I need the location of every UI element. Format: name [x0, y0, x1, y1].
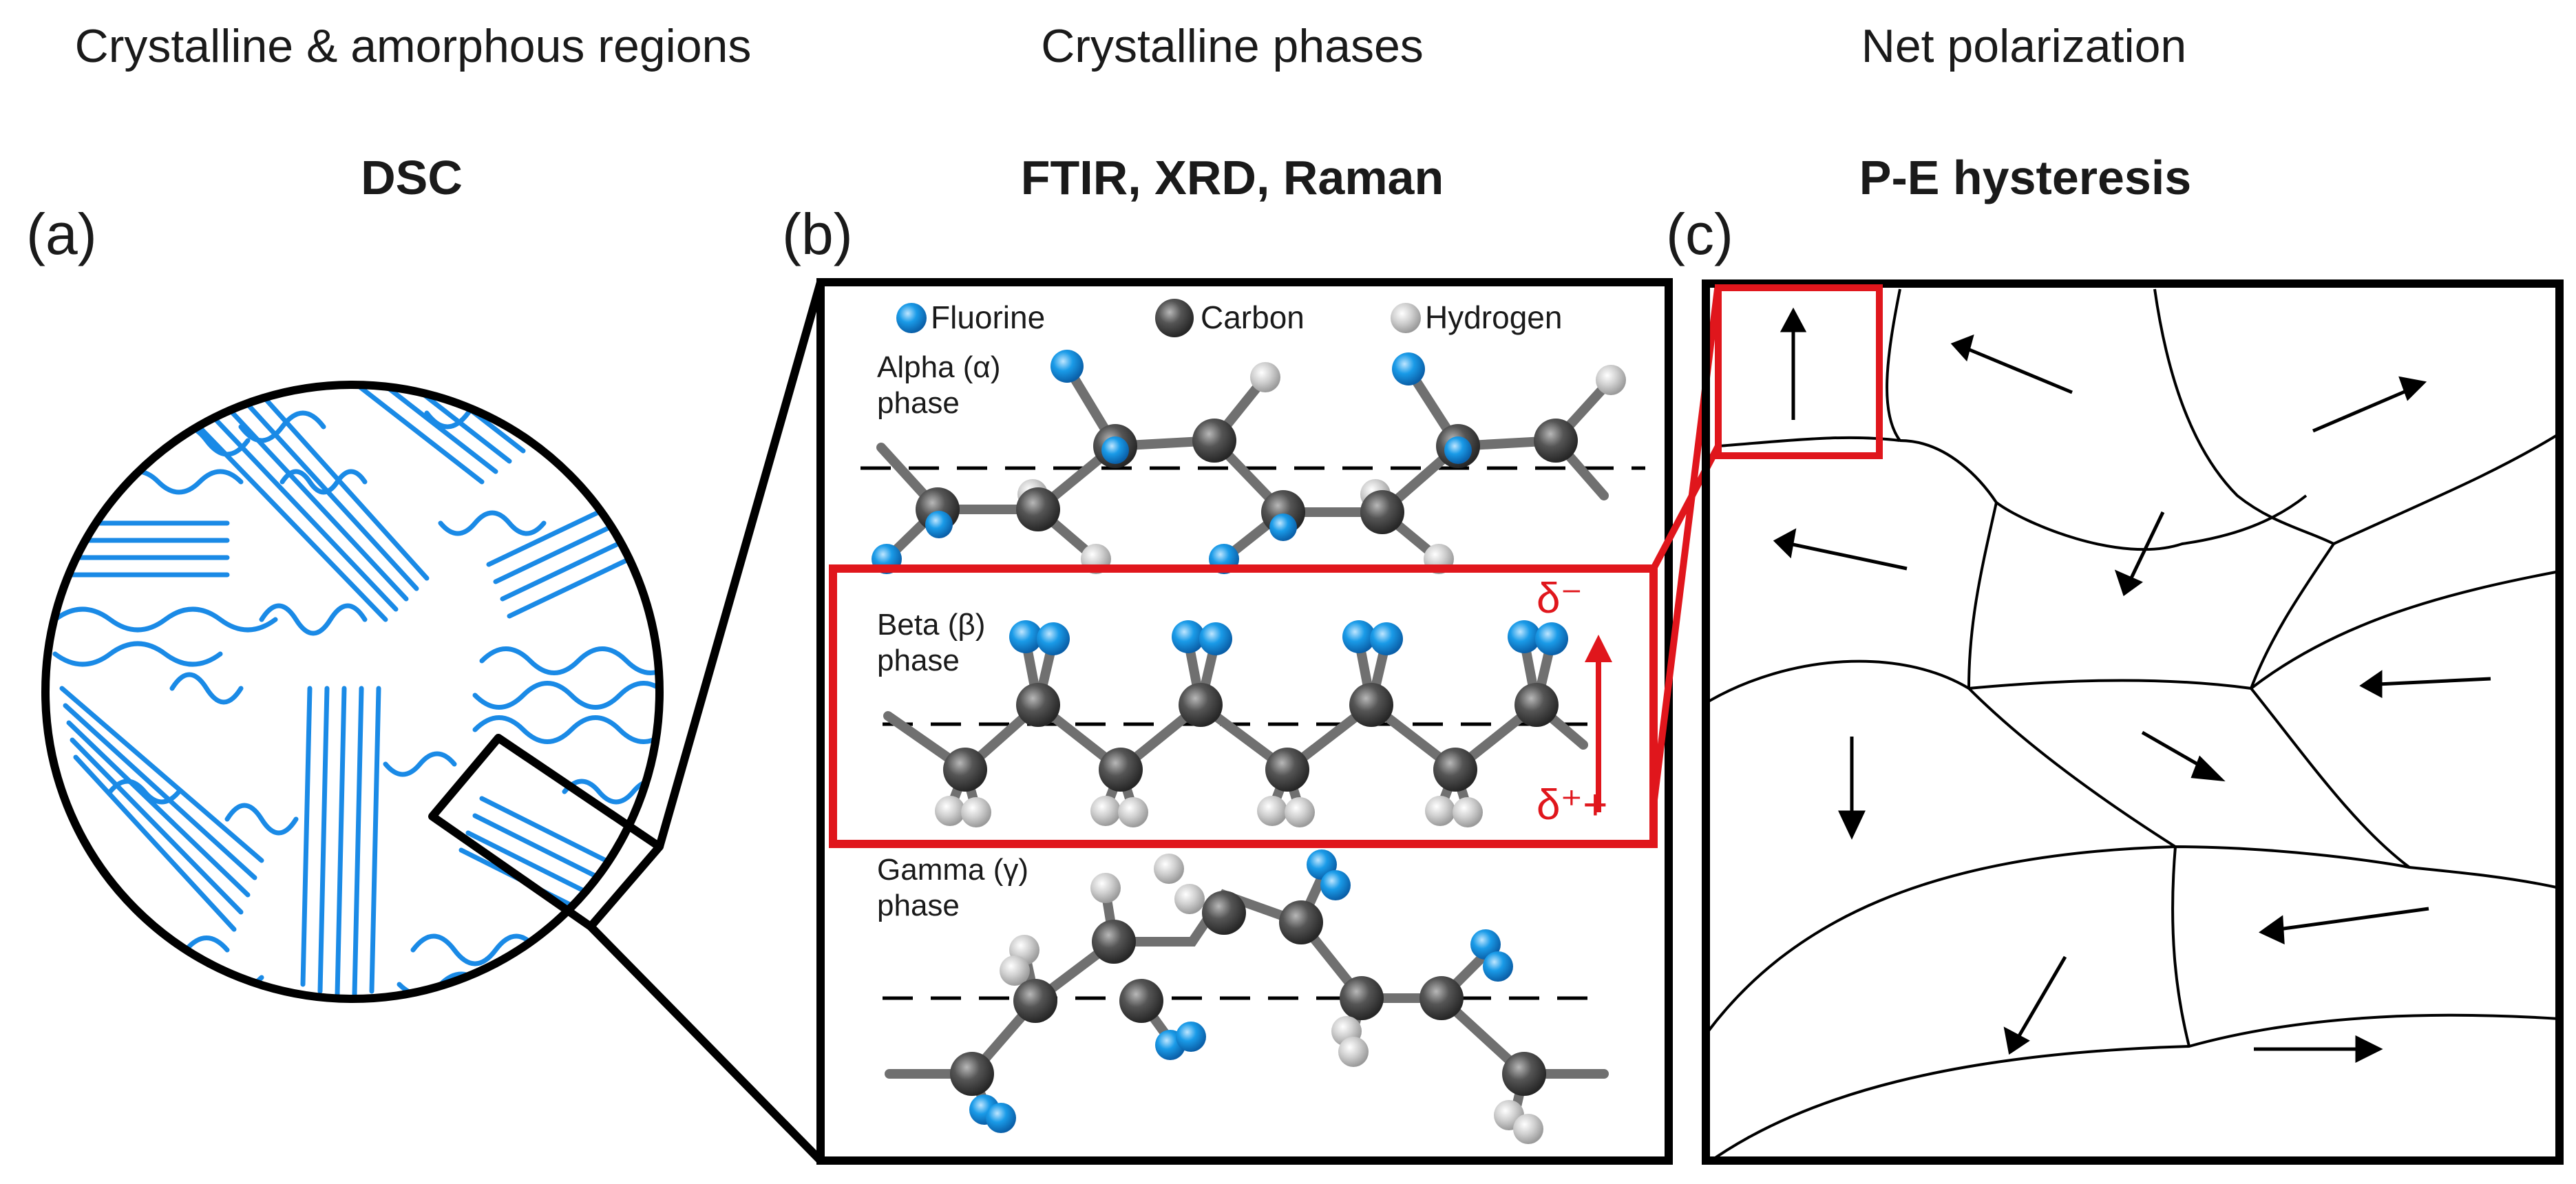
method-label-a: DSC — [361, 151, 463, 204]
column-heading-c: Net polarization — [1861, 20, 2187, 72]
domain-boundaries — [1706, 288, 2561, 1165]
legend-fluorine-label: Fluorine — [931, 299, 1046, 335]
beta-phase-chain — [883, 620, 1592, 827]
panel-label-b: (b) — [782, 202, 853, 266]
polarization-arrows — [1773, 307, 2491, 1064]
gamma-phase-chain — [883, 849, 1609, 1144]
selected-domain-highlight — [1715, 284, 1883, 459]
zoom-indicator-a — [428, 281, 825, 1164]
spherulite — [41, 381, 664, 1003]
column-heading-a: Crystalline & amorphous regions — [74, 20, 752, 72]
panel-label-c: (c) — [1666, 202, 1733, 266]
legend-hydrogen-atom — [1391, 303, 1421, 333]
lamella-bundle — [300, 686, 381, 997]
legend-hydrogen-label: Hydrogen — [1425, 299, 1563, 335]
legend-carbon-label: Carbon — [1201, 299, 1305, 335]
panel-label-a: (a) — [26, 202, 97, 266]
legend-carbon-atom — [1155, 299, 1194, 337]
lamella-bundle — [66, 520, 230, 578]
panel-c-frame — [1702, 279, 2564, 1165]
alpha-phase-label: Alpha (α) phase — [877, 350, 1001, 420]
beta-phase-label: Beta (β) phase — [877, 608, 986, 677]
beta-phase-highlight — [829, 564, 1658, 848]
legend-fluorine-atom — [896, 303, 927, 333]
method-label-b: FTIR, XRD, Raman — [1020, 151, 1444, 204]
lamella-bundle — [59, 686, 264, 932]
method-label-c: P-E hysteresis — [1859, 151, 2192, 204]
delta-negative-label: δ⁻ — [1537, 575, 1583, 622]
gamma-phase-label: Gamma (γ) phase — [877, 853, 1028, 922]
panel-b-frame — [816, 278, 1673, 1165]
lamella-bundle — [183, 385, 430, 622]
column-heading-b: Crystalline phases — [1041, 20, 1424, 72]
alpha-phase-chain — [861, 350, 1645, 574]
